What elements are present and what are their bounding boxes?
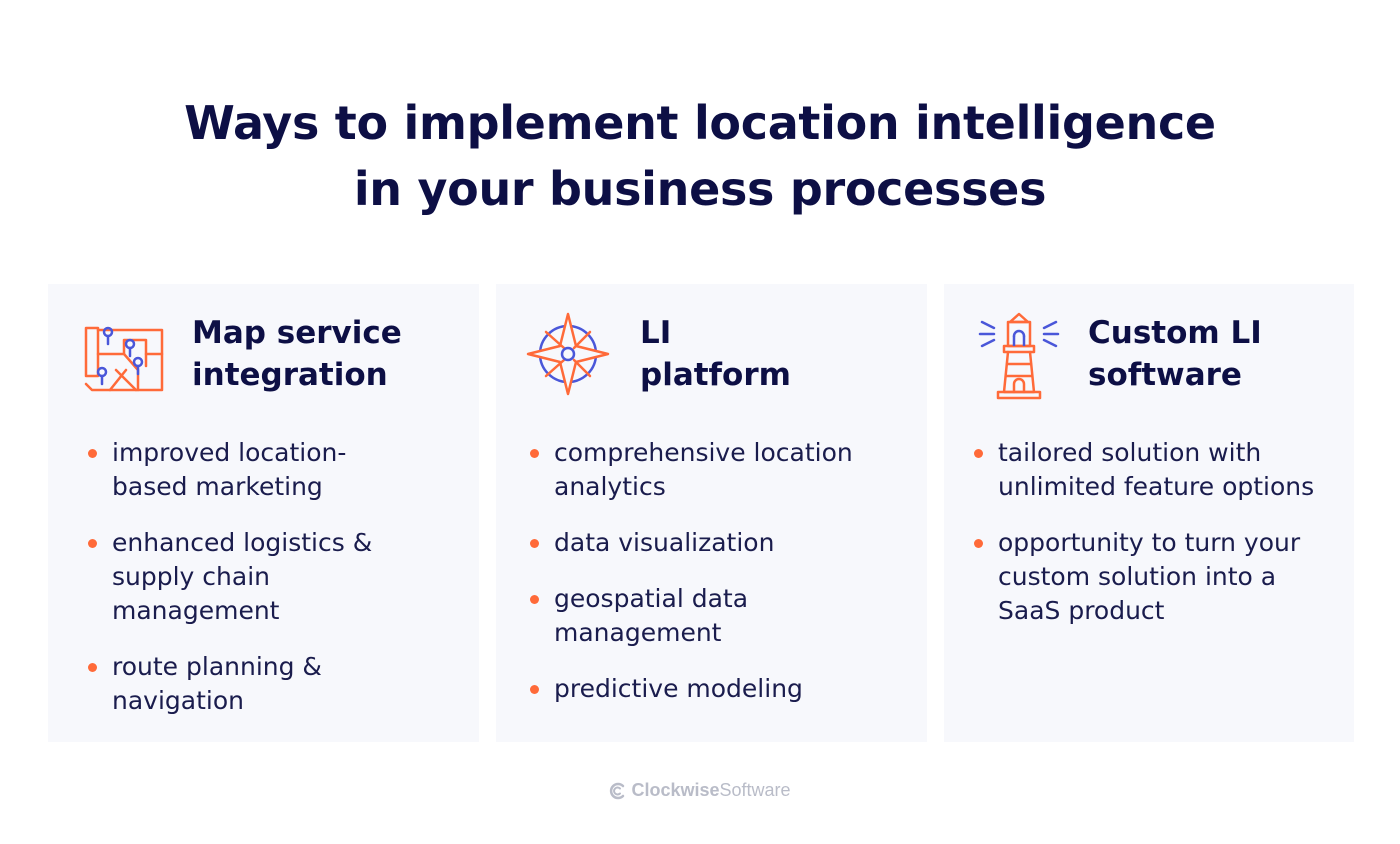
page-title-line-1: Ways to implement location intelligence	[184, 96, 1216, 150]
footer-logo: ClockwiseSoftware	[0, 780, 1400, 801]
bullet-list: improved location-based marketing enhanc…	[84, 436, 414, 740]
footer-brand: Clockwise	[631, 780, 720, 800]
card-title-line: platform	[640, 357, 791, 393]
bullet-item: improved location-based marketing	[84, 436, 414, 504]
bullet-dot-icon	[974, 449, 983, 458]
card-title: Map service integration	[192, 312, 402, 396]
bullet-dot-icon	[530, 539, 539, 548]
bullet-dot-icon	[530, 449, 539, 458]
bullet-item: geospatial data management	[526, 582, 856, 650]
card-title: Custom LI software	[1088, 312, 1262, 396]
bullet-dot-icon	[88, 663, 97, 672]
card-map-service: Map service integration improved locatio…	[48, 284, 479, 742]
bullet-item: route planning & navigation	[84, 650, 414, 718]
card-li-platform: LI platform comprehensive location analy…	[496, 284, 927, 742]
card-title-line: software	[1088, 357, 1242, 393]
map-icon	[84, 326, 164, 392]
bullet-item: data visualization	[526, 526, 856, 560]
card-title-line: Map service	[192, 315, 402, 351]
compass-icon	[526, 312, 610, 396]
bullet-dot-icon	[530, 685, 539, 694]
bullet-dot-icon	[88, 539, 97, 548]
footer-suffix: Software	[719, 780, 791, 800]
lighthouse-icon	[978, 312, 1060, 400]
card-title: LI platform	[640, 312, 791, 396]
clockwise-logo-icon	[610, 783, 625, 800]
bullet-dot-icon	[530, 595, 539, 604]
bullet-list: comprehensive location analytics data vi…	[526, 436, 856, 728]
page-title-line-2: in your business processes	[353, 162, 1047, 216]
card-title-line: Custom LI	[1088, 315, 1262, 351]
page-title: Ways to implement location intelligence …	[0, 90, 1400, 222]
bullet-list: tailored solution with unlimited feature…	[970, 436, 1340, 650]
bullet-dot-icon	[88, 449, 97, 458]
card-custom-li-software: Custom LI software tailored solution wit…	[944, 284, 1354, 742]
bullet-item: opportunity to turn your custom solution…	[970, 526, 1340, 628]
card-title-line: LI	[640, 315, 672, 351]
bullet-item: enhanced logistics & supply chain manage…	[84, 526, 414, 628]
bullet-dot-icon	[974, 539, 983, 548]
bullet-item: tailored solution with unlimited feature…	[970, 436, 1340, 504]
bullet-item: predictive modeling	[526, 672, 856, 706]
card-title-line: integration	[192, 357, 388, 393]
bullet-item: comprehensive location analytics	[526, 436, 856, 504]
